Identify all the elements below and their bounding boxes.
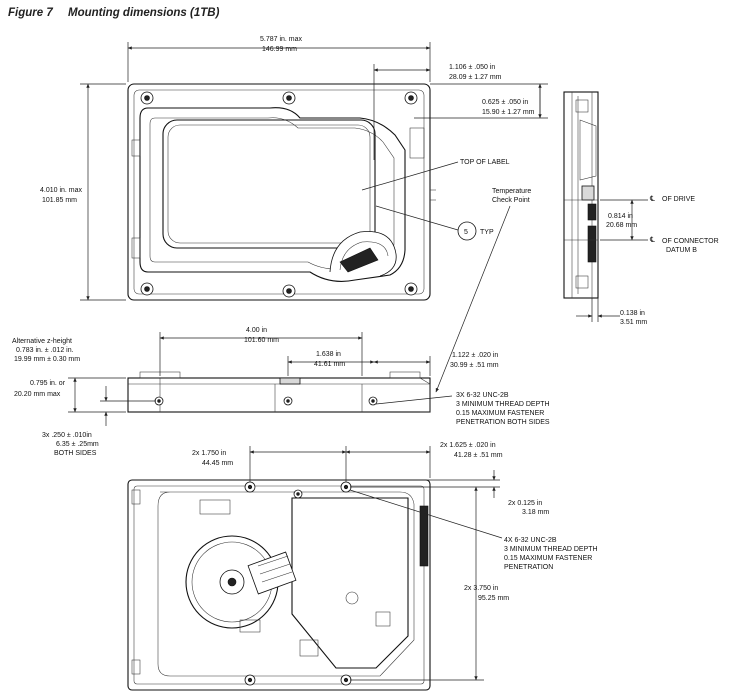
hole-spec-line2: 6.35 ± .25mm <box>56 441 99 448</box>
typ-label: TYP <box>480 229 494 236</box>
bottom-a-in: 2x 1.750 in <box>192 450 226 457</box>
side-mm-label: 15.90 ± 1.27 mm <box>482 109 535 116</box>
figure-number: Figure 7 <box>8 7 53 19</box>
side-thread-line2: 3 MINIMUM THREAD DEPTH <box>456 401 550 408</box>
depth-mm-label: 3.51 mm <box>620 319 647 326</box>
bottom-b-in: 2x 1.625 ± .020 in <box>440 442 496 449</box>
side-thread-line4: PENETRATION BOTH SIDES <box>456 419 550 426</box>
bottom-b-mm: 41.28 ± .51 mm <box>454 452 503 459</box>
bottom-hole-tl <box>244 481 256 493</box>
typ-callout-bubble <box>457 221 477 241</box>
span-in-label: 4.00 in <box>246 327 267 334</box>
pcb-area <box>291 497 409 669</box>
bottom-hole-br <box>340 674 352 686</box>
figure-title: Mounting dimensions (1TB) <box>68 7 220 19</box>
bottom-c-mm: 3.18 mm <box>522 509 549 516</box>
bottom-c-in: 2x 0.125 in <box>508 500 542 507</box>
right-side-dimensions: ℄ OF DRIVE ℄ OF CONNECTOR DATUM B 0.814 … <box>576 194 719 326</box>
alt-z-in: 0.783 in. ± .012 in. <box>16 347 74 354</box>
conn-mm-label: 20.68 mm <box>606 222 637 229</box>
datum-b-label: DATUM B <box>666 247 697 254</box>
right-side-outline <box>563 91 599 299</box>
mid-mm-label: 41.61 mm <box>314 361 345 368</box>
top-view-outline <box>127 83 431 301</box>
side-elevation-outline <box>127 377 431 413</box>
depth-in-label: 0.138 in <box>620 310 645 317</box>
side-elevation-dimensions: 4.00 in 101.60 mm 1.638 in 41.61 mm 1.12… <box>12 327 550 457</box>
bottom-d-in: 2x 3.750 in <box>464 585 498 592</box>
bottom-connector-strip <box>419 505 429 567</box>
offset-mm-label: 28.09 ± 1.27 mm <box>449 74 502 81</box>
top-screw-br <box>404 282 418 296</box>
top-screw-bm <box>282 284 296 298</box>
top-view-dimensions: 5.787 in. max 146.99 mm 1.106 ± .050 in … <box>40 36 548 393</box>
cl-drive-symbol: ℄ <box>649 194 656 203</box>
bottom-thread-line2: 3 MINIMUM THREAD DEPTH <box>504 546 598 553</box>
bottom-thread-line1: 4X 6-32 UNC-2B <box>504 537 557 544</box>
height-mm-label: 101.85 mm <box>42 197 77 204</box>
bottom-thread-line4: PENETRATION <box>504 564 553 571</box>
bottom-hole-inner <box>293 489 303 499</box>
bottom-view-outline <box>127 479 431 691</box>
end-in-label: 1.122 ± .020 in <box>452 352 498 359</box>
end-mm-label: 30.99 ± .51 mm <box>450 362 499 369</box>
top-cover-contour <box>139 107 406 282</box>
bottom-hole-tr <box>340 481 352 493</box>
side-thread-line1: 3X 6-32 UNC-2B <box>456 392 509 399</box>
hole-spec-line3: BOTH SIDES <box>54 450 97 457</box>
bottom-thread-line3: 0.15 MAXIMUM FASTENER <box>504 555 592 562</box>
top-screw-tl <box>140 91 154 105</box>
offset-in-label: 1.106 ± .050 in <box>449 64 495 71</box>
bottom-a-mm: 44.45 mm <box>202 460 233 467</box>
bottom-view <box>127 479 431 691</box>
cl-connector-label: OF CONNECTOR <box>662 238 719 245</box>
label-area <box>162 119 376 249</box>
height-in-label-side: 0.795 in. or <box>30 380 66 387</box>
top-screw-tr <box>404 91 418 105</box>
side-thread-line3: 0.15 MAXIMUM FASTENER <box>456 410 544 417</box>
span-mm-label: 101.60 mm <box>244 337 279 344</box>
cl-drive-label: OF DRIVE <box>662 196 695 203</box>
top-of-label-text: TOP OF LABEL <box>460 159 510 166</box>
temp-check-line1: Temperature <box>492 188 531 195</box>
top-view <box>127 83 436 301</box>
alt-z-title: Alternative z-height <box>12 338 72 345</box>
width-in-label: 5.787 in. max <box>260 36 303 43</box>
right-side-view <box>563 91 648 299</box>
cl-connector-symbol: ℄ <box>649 235 656 244</box>
bottom-d-mm: 95.25 mm <box>478 595 509 602</box>
height-in-label: 4.010 in. max <box>40 187 83 194</box>
alt-z-mm: 19.99 mm ± 0.30 mm <box>14 356 80 363</box>
top-screw-tm <box>282 91 296 105</box>
mid-in-label: 1.638 in <box>316 351 341 358</box>
temp-check-line2: Check Point <box>492 197 530 204</box>
typ-number: 5 <box>464 229 468 236</box>
top-screw-bl <box>140 282 154 296</box>
width-mm-label: 146.99 mm <box>262 46 297 53</box>
bottom-view-dimensions: 2x 1.750 in 44.45 mm 2x 1.625 ± .020 in … <box>192 442 598 681</box>
height-mm-label-side: 20.20 mm max <box>14 391 61 398</box>
side-elevation-view <box>127 371 431 413</box>
conn-in-label: 0.814 in <box>608 213 633 220</box>
hole-spec-line1: 3x .250 ± .010in <box>42 432 92 439</box>
side-in-label: 0.625 ± .050 in <box>482 99 528 106</box>
motor-connector <box>247 551 297 595</box>
bottom-hole-bl <box>244 674 256 686</box>
